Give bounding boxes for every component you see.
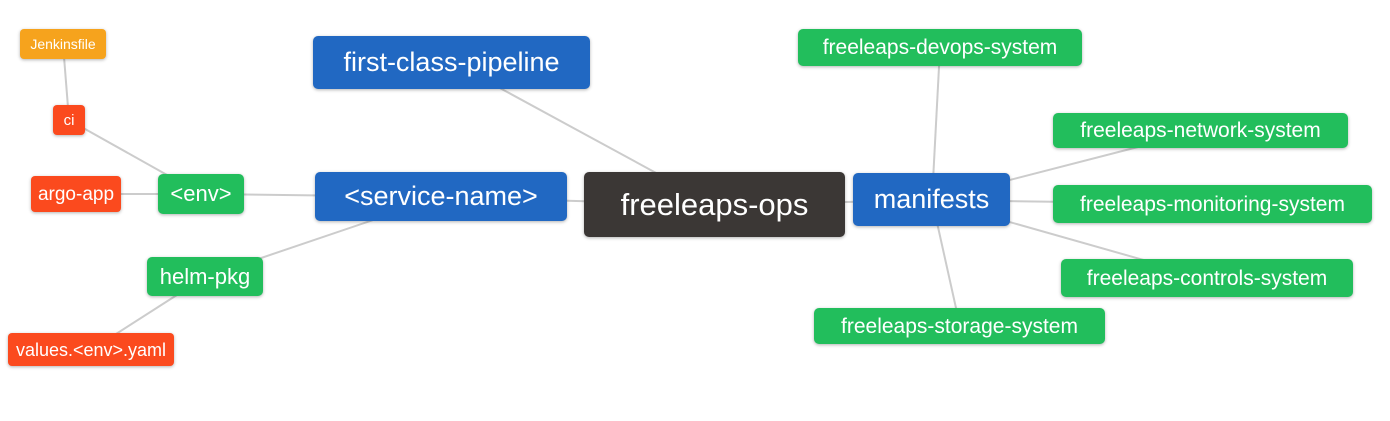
node-storage-system[interactable]: freeleaps-storage-system	[814, 308, 1105, 344]
node-values-env-yaml[interactable]: values.<env>.yaml	[8, 333, 174, 366]
node-helm-pkg[interactable]: helm-pkg	[147, 257, 263, 296]
node-manifests[interactable]: manifests	[853, 173, 1010, 226]
node-argo-app[interactable]: argo-app	[31, 176, 121, 212]
node-monitoring-system[interactable]: freeleaps-monitoring-system	[1053, 185, 1372, 223]
node-env[interactable]: <env>	[158, 174, 244, 214]
node-ci[interactable]: ci	[53, 105, 85, 135]
node-service-name[interactable]: <service-name>	[315, 172, 567, 221]
node-devops-system[interactable]: freeleaps-devops-system	[798, 29, 1082, 66]
node-jenkinsfile[interactable]: Jenkinsfile	[20, 29, 106, 59]
node-network-system[interactable]: freeleaps-network-system	[1053, 113, 1348, 148]
node-freeleaps-ops[interactable]: freeleaps-ops	[584, 172, 845, 237]
node-first-class-pipeline[interactable]: first-class-pipeline	[313, 36, 590, 89]
node-controls-system[interactable]: freeleaps-controls-system	[1061, 259, 1353, 297]
